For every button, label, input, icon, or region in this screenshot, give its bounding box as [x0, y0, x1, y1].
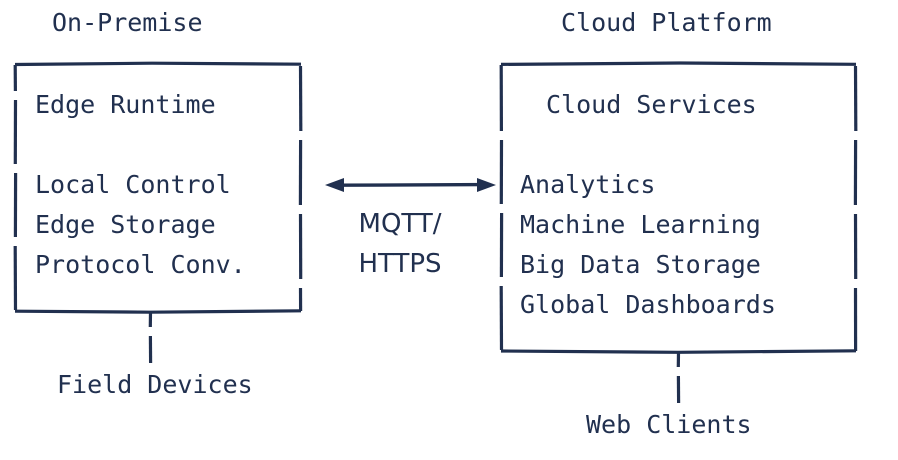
protocol-link-arrowheads [325, 178, 496, 192]
protocol-label-line-2: HTTPS [358, 249, 442, 279]
cloud-platform-item-machine-learning: Machine Learning [520, 210, 761, 239]
node-caption-field-devices: Field Devices [57, 370, 253, 399]
on-premise-box-heading: Edge Runtime [35, 90, 216, 119]
group-title-cloud-platform: Cloud Platform [561, 8, 772, 37]
on-premise-item-edge-storage: Edge Storage [35, 210, 216, 239]
cloud-platform-item-global-dashboards: Global Dashboards [520, 290, 776, 319]
on-premise-item-protocol-conv: Protocol Conv. [35, 250, 246, 279]
group-title-on-premise: On-Premise [52, 8, 203, 37]
cloud-platform-box-heading: Cloud Services [546, 90, 757, 119]
protocol-link-arrow [335, 182, 486, 187]
on-premise-item-local-control: Local Control [35, 170, 231, 199]
node-caption-web-clients: Web Clients [586, 410, 752, 439]
cloud-platform-item-big-data-storage: Big Data Storage [520, 250, 761, 279]
protocol-label-line-1: MQTT/ [358, 209, 442, 239]
cloud-platform-item-analytics: Analytics [520, 170, 656, 199]
